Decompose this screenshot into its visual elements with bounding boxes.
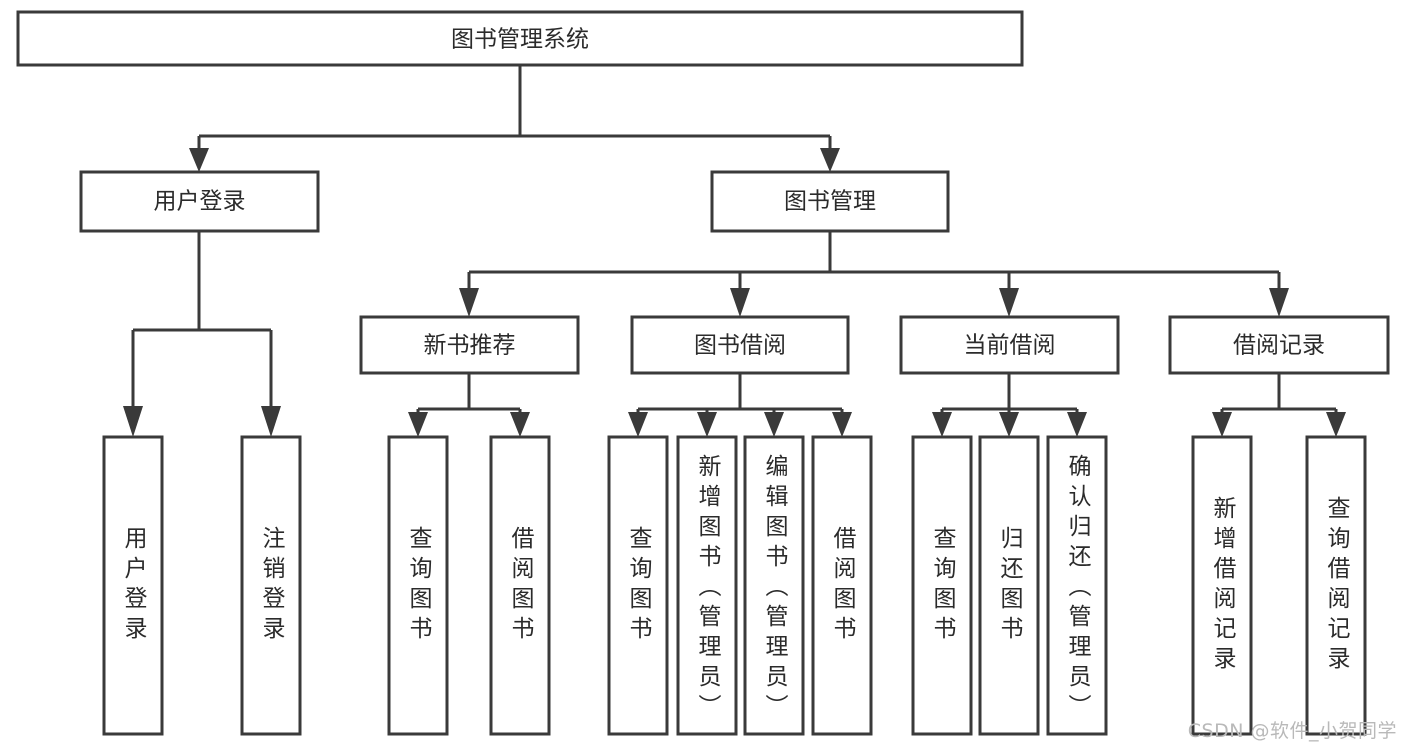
node-borrow-record[interactable]: 借阅记录 bbox=[1168, 315, 1390, 375]
node-new-book-recommend[interactable]: 新书推荐 bbox=[359, 315, 580, 375]
leaf-edit-book-label: 编辑图书（管理员） bbox=[761, 453, 787, 724]
arrow-current-leaf-1 bbox=[932, 412, 952, 437]
book-management-label: 图书管理 bbox=[784, 189, 876, 215]
arrow-to-newbook bbox=[459, 288, 479, 317]
arrow-userlogin-leaf-1 bbox=[123, 406, 143, 437]
leaf-query-book-2-label: 查询图书 bbox=[625, 525, 651, 646]
node-leaf-confirm-return[interactable] bbox=[1046, 435, 1108, 736]
leaf-query-book-1-label: 查询图书 bbox=[405, 525, 431, 646]
leaf-edit-book-box bbox=[743, 435, 805, 736]
leaf-user-login-box bbox=[102, 435, 164, 736]
leaf-add-record-box bbox=[1191, 435, 1253, 736]
node-root-system[interactable]: 图书管理系统 bbox=[16, 10, 1024, 67]
root-label: 图书管理系统 bbox=[451, 27, 589, 53]
node-leaf-query-book-3[interactable] bbox=[911, 435, 973, 736]
book-borrow-label: 图书借阅 bbox=[694, 333, 786, 359]
arrow-record-leaf-1 bbox=[1212, 412, 1232, 437]
arrow-borrow-leaf-4 bbox=[832, 412, 852, 437]
leaf-add-record-label: 新增借阅记录 bbox=[1209, 495, 1235, 676]
leaf-query-book-1-box bbox=[387, 435, 449, 736]
user-login-label: 用户登录 bbox=[154, 189, 246, 215]
leaf-return-book-label: 归还图书 bbox=[996, 525, 1022, 646]
arrow-record-leaf-2 bbox=[1326, 412, 1346, 437]
node-leaf-add-record[interactable] bbox=[1191, 435, 1253, 736]
leaf-borrow-book-1-box bbox=[489, 435, 551, 736]
leaf-confirm-return-label: 确认归还（管理员） bbox=[1064, 453, 1090, 724]
arrow-borrow-leaf-3 bbox=[764, 412, 784, 437]
leaf-logout-label: 注销登录 bbox=[258, 525, 284, 646]
new-book-recommend-box bbox=[359, 315, 580, 375]
leaf-user-login-label: 用户登录 bbox=[120, 525, 146, 646]
node-leaf-query-book-2[interactable] bbox=[607, 435, 669, 736]
leaf-add-book-box bbox=[676, 435, 738, 736]
leaf-confirm-return-box bbox=[1046, 435, 1108, 736]
leaf-query-book-3-box bbox=[911, 435, 973, 736]
leaf-borrow-book-1-label: 借阅图书 bbox=[507, 525, 533, 646]
user-login-box bbox=[79, 170, 320, 233]
node-leaf-query-book-1[interactable] bbox=[387, 435, 449, 736]
arrow-current-leaf-2 bbox=[999, 412, 1019, 437]
arrow-to-record bbox=[1269, 288, 1289, 317]
arrow-current-leaf-3 bbox=[1067, 412, 1087, 437]
connectors-group bbox=[123, 65, 1346, 437]
current-borrow-box bbox=[899, 315, 1120, 375]
node-leaf-add-book[interactable] bbox=[676, 435, 738, 736]
borrow-record-box bbox=[1168, 315, 1390, 375]
leaf-query-book-2-box bbox=[607, 435, 669, 736]
node-leaf-edit-book[interactable] bbox=[743, 435, 805, 736]
leaf-logout-box bbox=[240, 435, 302, 736]
leaf-query-book-3-label: 查询图书 bbox=[929, 525, 955, 646]
arrow-root-to-book-mgmt bbox=[820, 148, 840, 172]
leaf-add-book-label: 新增图书（管理员） bbox=[694, 453, 720, 724]
arrow-newbook-leaf-1 bbox=[408, 412, 428, 437]
arrow-userlogin-leaf-2 bbox=[261, 406, 281, 437]
node-user-login[interactable]: 用户登录 bbox=[79, 170, 320, 233]
node-leaf-borrow-book-1[interactable] bbox=[489, 435, 551, 736]
leaf-return-book-box bbox=[978, 435, 1040, 736]
node-leaf-borrow-book-2[interactable] bbox=[811, 435, 873, 736]
node-leaf-return-book[interactable] bbox=[978, 435, 1040, 736]
arrow-root-to-user-login bbox=[189, 148, 209, 172]
arrow-to-current bbox=[999, 288, 1019, 317]
borrow-record-label: 借阅记录 bbox=[1233, 333, 1325, 359]
leaf-query-record-box bbox=[1305, 435, 1367, 736]
leaf-borrow-book-2-box bbox=[811, 435, 873, 736]
node-leaf-logout[interactable] bbox=[240, 435, 302, 736]
arrow-newbook-leaf-2 bbox=[510, 412, 530, 437]
book-borrow-box bbox=[630, 315, 850, 375]
root-box bbox=[16, 10, 1024, 67]
arrow-to-borrow bbox=[730, 288, 750, 317]
node-leaf-user-login[interactable] bbox=[102, 435, 164, 736]
arrow-borrow-leaf-1 bbox=[628, 412, 648, 437]
node-current-borrow[interactable]: 当前借阅 bbox=[899, 315, 1120, 375]
node-book-management[interactable]: 图书管理 bbox=[710, 170, 950, 233]
new-book-recommend-label: 新书推荐 bbox=[424, 333, 516, 359]
leaf-borrow-book-2-label: 借阅图书 bbox=[829, 525, 855, 646]
node-book-borrow[interactable]: 图书借阅 bbox=[630, 315, 850, 375]
arrow-borrow-leaf-2 bbox=[697, 412, 717, 437]
book-management-box bbox=[710, 170, 950, 233]
leaf-query-record-label: 查询借阅记录 bbox=[1323, 495, 1349, 676]
current-borrow-label: 当前借阅 bbox=[964, 333, 1056, 359]
node-leaf-query-record[interactable] bbox=[1305, 435, 1367, 736]
